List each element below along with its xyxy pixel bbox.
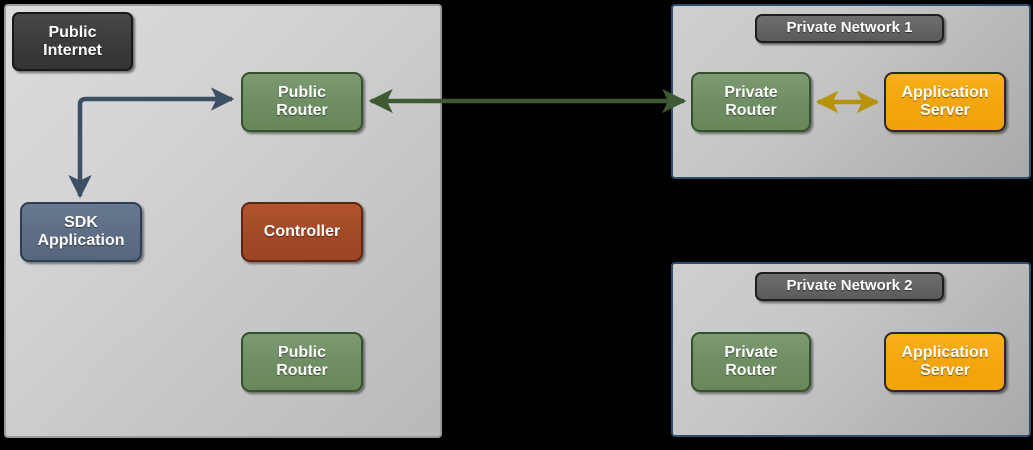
zone-label-public-internet: Public Internet — [12, 12, 133, 71]
node-public-router-top-line1: Public — [277, 84, 326, 102]
node-public-router-bottom-line2: Router — [276, 362, 328, 379]
node-controller-label: Controller — [263, 223, 341, 241]
zone-label-private-network-2-text: Private Network 2 — [786, 277, 913, 295]
node-public-router-top-line2: Router — [276, 102, 328, 119]
node-application-server-1-line2: Server — [920, 102, 970, 119]
zone-label-private-network-1-text: Private Network 1 — [786, 19, 913, 37]
node-sdk-application[interactable]: SDK Application — [20, 202, 142, 262]
node-public-router-top[interactable]: Public Router — [241, 72, 363, 132]
node-private-router-2-line1: Private — [724, 344, 778, 362]
node-controller[interactable]: Controller — [241, 202, 363, 262]
node-application-server-2-line1: Application — [901, 344, 989, 362]
node-private-router-1[interactable]: Private Router — [691, 72, 811, 132]
node-private-router-2[interactable]: Private Router — [691, 332, 811, 392]
zone-label-public-internet-line1: Public — [48, 23, 97, 41]
node-sdk-application-line1: SDK — [64, 214, 98, 232]
node-public-router-bottom[interactable]: Public Router — [241, 332, 363, 392]
node-application-server-1-line1: Application — [901, 84, 989, 102]
zone-label-private-network-2: Private Network 2 — [755, 272, 944, 301]
zone-label-private-network-1: Private Network 1 — [755, 14, 944, 43]
node-application-server-1[interactable]: Application Server — [884, 72, 1006, 132]
node-sdk-application-line2: Application — [37, 232, 125, 249]
node-private-router-2-line2: Router — [725, 362, 777, 379]
zone-label-public-internet-line2: Internet — [43, 41, 102, 59]
node-private-router-1-line2: Router — [725, 102, 777, 119]
node-application-server-2[interactable]: Application Server — [884, 332, 1006, 392]
node-public-router-bottom-line1: Public — [277, 344, 326, 362]
node-application-server-2-line2: Server — [920, 362, 970, 379]
node-private-router-1-line1: Private — [724, 84, 778, 102]
